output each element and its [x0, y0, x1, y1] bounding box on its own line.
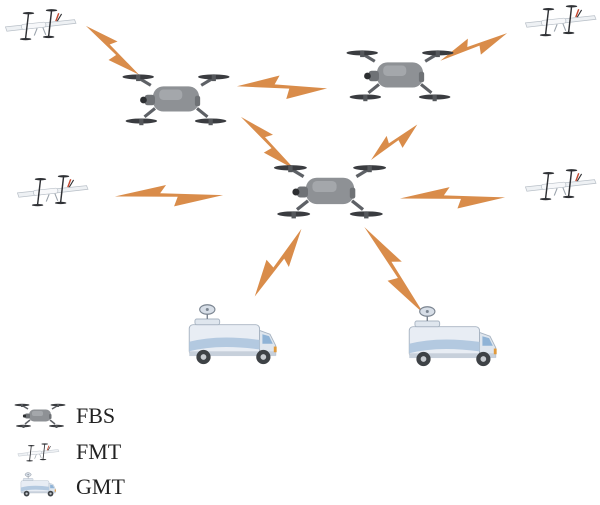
fmt-uav-top-left-icon — [4, 8, 77, 41]
gmt-van-left-icon — [188, 304, 278, 365]
legend-label-fmt: FMT — [76, 439, 122, 464]
fbs-drone-right-icon — [344, 48, 456, 103]
legend-gmt-icon — [20, 472, 57, 497]
fbs-drone-left-icon — [120, 72, 232, 127]
fmt-uav-top-right-icon — [524, 4, 597, 37]
legend-label-fbs: FBS — [76, 403, 116, 428]
link-fbs-center-to-gmt-left — [247, 221, 309, 304]
fmt-uav-mid-right-icon — [524, 168, 597, 201]
link-fbs-left-to-fbs-right — [236, 73, 328, 102]
link-fbs-right-to-fmt-topright — [437, 21, 511, 73]
legend-label-gmt: GMT — [76, 474, 125, 499]
link-fmt-topleft-to-fbs-left — [77, 20, 148, 81]
link-fbs-center-to-fmt-midright — [399, 183, 506, 213]
fbs-drone-center-icon — [272, 163, 388, 221]
legend-fmt-icon — [17, 442, 60, 462]
legend-fbs-icon — [13, 403, 67, 429]
link-fbs-center-to-gmt-right — [352, 221, 436, 319]
link-fbs-right-to-fbs-center — [366, 115, 423, 170]
legend-icons — [13, 403, 67, 497]
gmt-nodes — [188, 304, 498, 367]
link-fmt-midleft-to-fbs-center — [114, 181, 224, 211]
gmt-van-right-icon — [408, 306, 498, 367]
fmt-uav-mid-left-icon — [16, 174, 89, 207]
